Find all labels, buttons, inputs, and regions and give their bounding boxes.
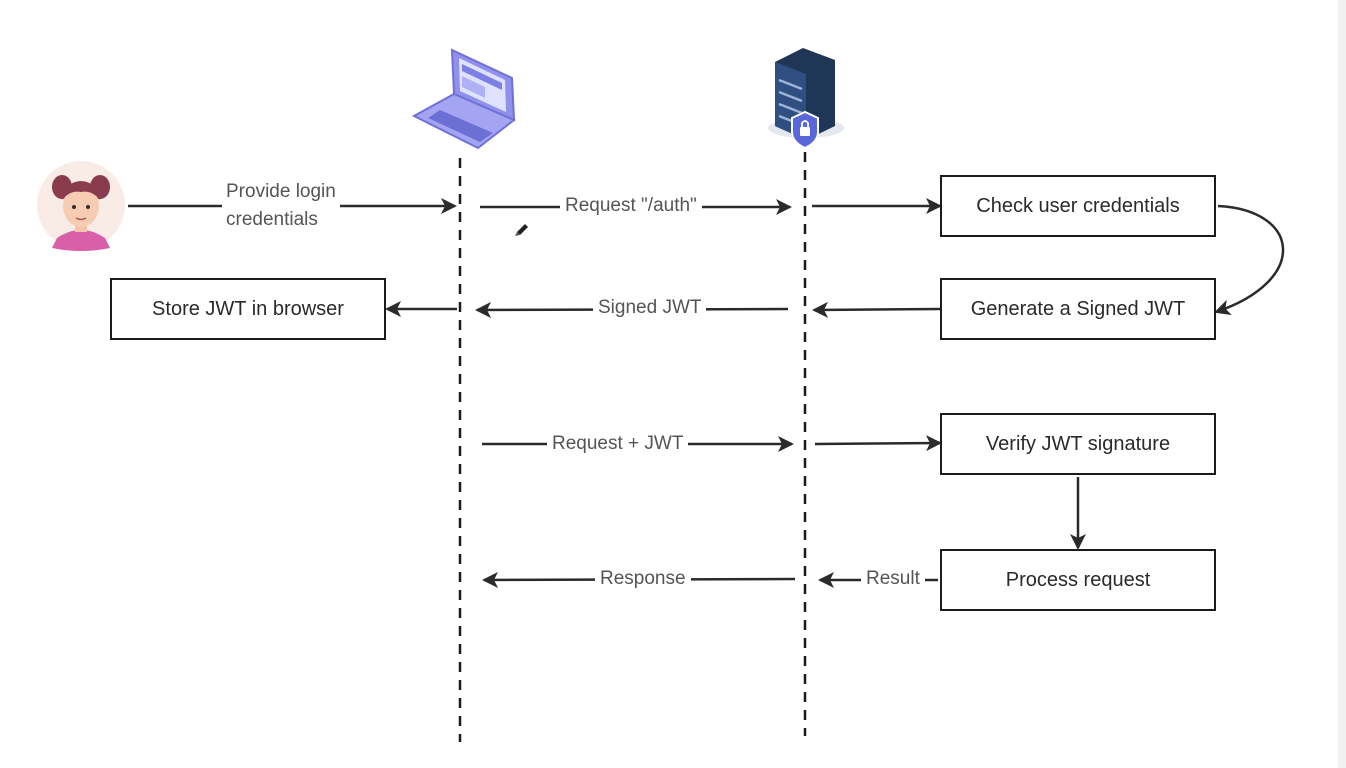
- response-label: Response: [595, 568, 691, 590]
- process-request-box: Process request: [940, 549, 1216, 611]
- check-credentials-box: Check user credentials: [940, 175, 1216, 237]
- verify-signature-box: Verify JWT signature: [940, 413, 1216, 475]
- login-label: Provide login credentials: [222, 178, 340, 234]
- secure-server-icon: [768, 48, 844, 150]
- laptop-icon: [411, 48, 516, 150]
- pencil-cursor-icon: [515, 224, 528, 236]
- user-avatar-icon: [37, 161, 125, 251]
- from-generate-arrow: [812, 301, 941, 318]
- scroll-gutter: [1338, 0, 1346, 768]
- auth-request-label: Request "/auth": [560, 195, 702, 217]
- result-label: Result: [861, 568, 925, 590]
- store-jwt-box: Store JWT in browser: [110, 278, 386, 340]
- generate-jwt-box: Generate a Signed JWT: [940, 278, 1216, 340]
- request-jwt-label: Request + JWT: [547, 433, 689, 455]
- to-verify-arrow: [814, 435, 942, 452]
- check-to-generate-arrow: [1214, 204, 1285, 316]
- signed-jwt-label: Signed JWT: [593, 297, 707, 319]
